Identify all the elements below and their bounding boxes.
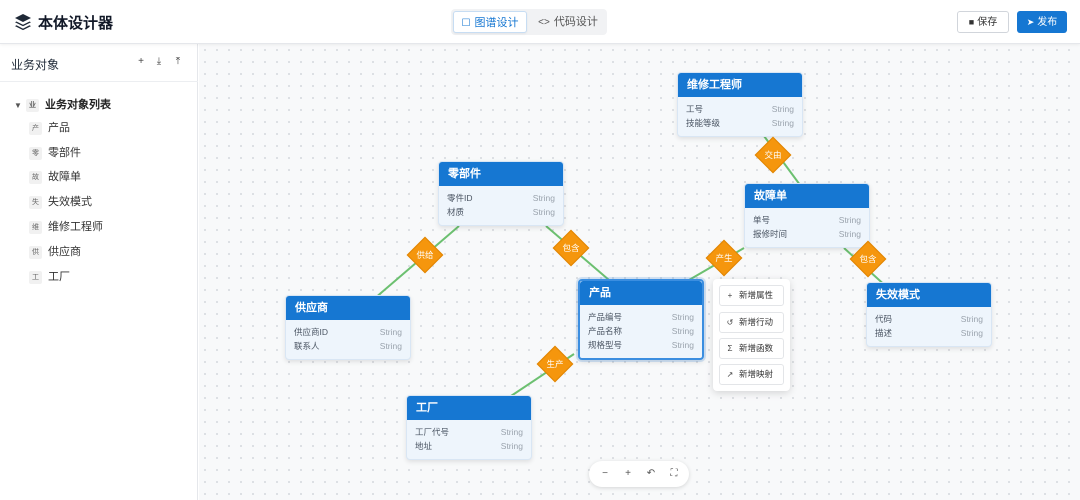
sidebar-item-factory[interactable]: 工工厂: [29, 268, 70, 286]
object-badge-icon: 失: [29, 195, 42, 209]
add-action-button[interactable]: ↺新增行动: [719, 312, 784, 333]
add-attribute-button[interactable]: +新增属性: [719, 285, 784, 306]
object-badge-icon: 维: [29, 220, 42, 234]
fit-screen-icon[interactable]: ⛶: [670, 468, 678, 479]
object-badge-icon: 工: [29, 270, 42, 284]
object-badge-icon: 供: [29, 245, 42, 259]
graph-icon: ☐: [461, 18, 471, 29]
sidebar-item-part[interactable]: 零零部件: [29, 144, 81, 162]
entity-title: 供应商: [286, 296, 410, 320]
sidebar-item-failure-mode[interactable]: 失失效模式: [29, 193, 92, 211]
sigma-icon: Σ: [727, 344, 733, 353]
history-icon: ↺: [726, 318, 734, 327]
object-badge-icon: 产: [29, 121, 42, 135]
relation-produce[interactable]: 产生: [705, 239, 743, 277]
zoom-toolbar: − + ↶ ⛶: [589, 461, 689, 487]
zoom-out-icon[interactable]: −: [602, 468, 608, 479]
save-button[interactable]: ■保存: [957, 11, 1009, 33]
app-title: 本体设计器: [38, 15, 114, 32]
folder-badge-icon: 业: [26, 98, 39, 112]
add-mapping-button[interactable]: ↗新增映射: [719, 364, 784, 385]
export-icon[interactable]: ⤒: [175, 56, 181, 67]
entity-title: 故障单: [745, 184, 869, 208]
sidebar-title: 业务对象: [11, 58, 60, 72]
entity-title: 产品: [580, 281, 702, 305]
publish-button[interactable]: ➤发布: [1017, 11, 1067, 33]
layers-icon: [15, 14, 31, 31]
relation-make[interactable]: 生产: [536, 345, 574, 383]
tree-root[interactable]: ▼业业务对象列表: [14, 98, 111, 112]
relation-supply[interactable]: 供给: [406, 236, 444, 274]
caret-down-icon[interactable]: ▼: [14, 101, 22, 110]
sidebar-item-supplier[interactable]: 供供应商: [29, 243, 81, 261]
entity-title: 工厂: [407, 396, 531, 420]
app-header: 本体设计器 ☐图谱设计 <>代码设计 ■保存 ➤发布: [0, 0, 1080, 44]
tab-graph-design[interactable]: ☐图谱设计: [453, 11, 527, 33]
object-badge-icon: 零: [29, 146, 42, 160]
object-badge-icon: 故: [29, 170, 42, 184]
undo-icon[interactable]: ↶: [646, 468, 656, 479]
relation-links: [373, 135, 890, 397]
send-icon: ➤: [1026, 17, 1035, 27]
sidebar-item-product[interactable]: 产产品: [29, 119, 70, 137]
tab-code-design[interactable]: <>代码设计: [531, 11, 605, 33]
trend-icon: ↗: [726, 370, 734, 379]
relation-contain-failure[interactable]: 包含: [849, 240, 887, 278]
mode-tabs: ☐图谱设计 <>代码设计: [451, 9, 607, 35]
entity-title: 失效模式: [867, 283, 991, 307]
save-icon: ■: [968, 17, 975, 27]
sidebar-header: 业务对象 + ⤓ ⤒: [0, 44, 198, 82]
entity-title: 零部件: [439, 162, 563, 186]
sidebar-item-engineer[interactable]: 维维修工程师: [29, 218, 103, 236]
entity-title: 维修工程师: [678, 73, 802, 97]
zoom-in-icon[interactable]: +: [625, 468, 631, 479]
relation-contain-part[interactable]: 包含: [552, 229, 590, 267]
add-icon[interactable]: +: [138, 56, 144, 67]
import-icon[interactable]: ⤓: [156, 56, 162, 67]
code-icon: <>: [538, 17, 550, 28]
plus-icon: +: [727, 291, 733, 300]
sidebar: 业务对象 + ⤓ ⤒ ▼业业务对象列表 产产品 零零部件 故故障单 失失效模式 …: [0, 44, 198, 500]
relation-assign[interactable]: 交由: [754, 136, 792, 174]
sidebar-item-ticket[interactable]: 故故障单: [29, 168, 81, 186]
